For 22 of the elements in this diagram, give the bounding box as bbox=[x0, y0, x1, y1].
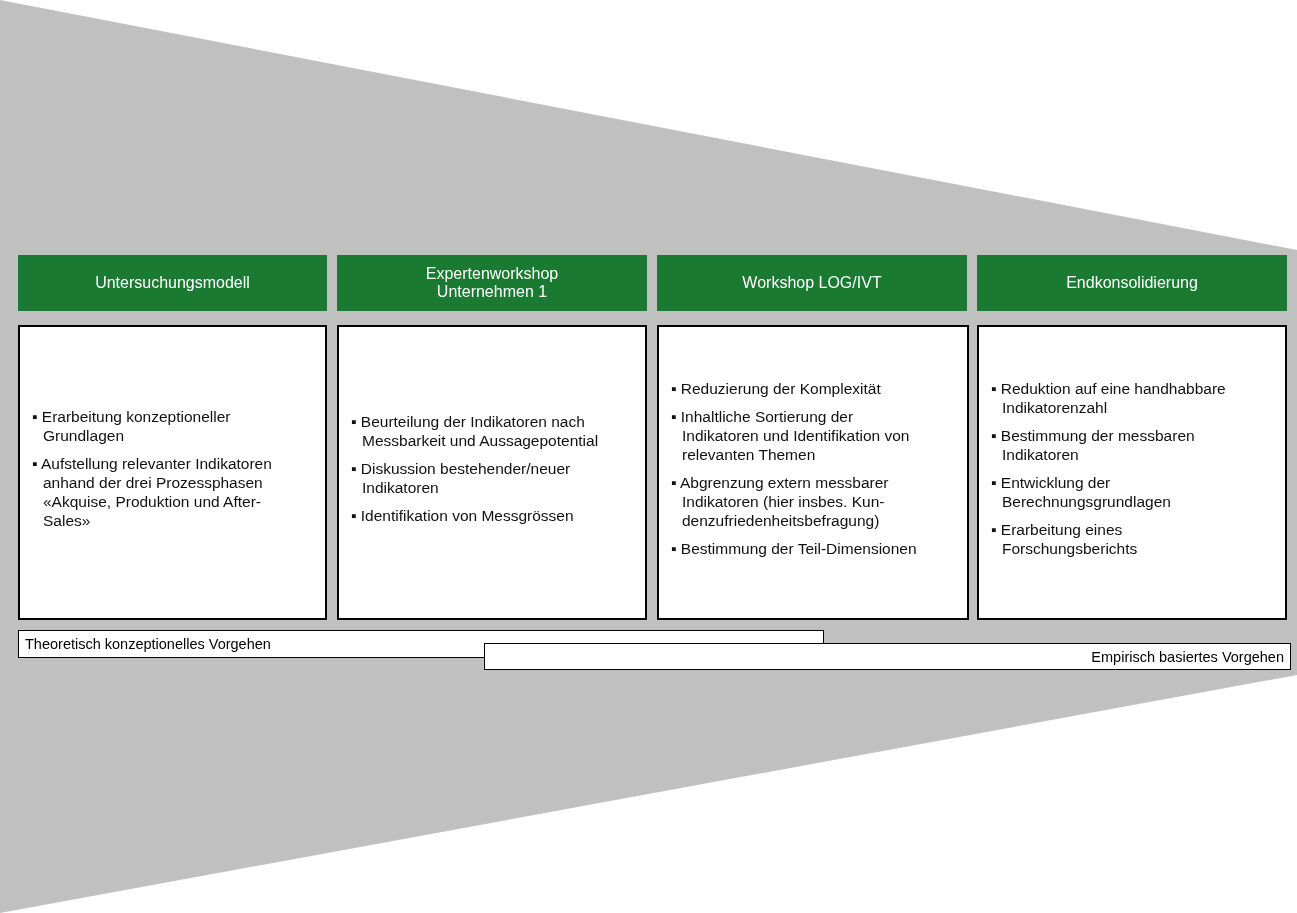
bullet-point: ▪ Erarbeitung eines Forschungsberichts bbox=[991, 519, 1139, 558]
bullet-point: ▪ Diskussion bestehender/neuer Indikatoren bbox=[351, 458, 572, 497]
bullet-point: ▪ Beurteilung der Indikatoren nach Messbarkeit und Aussagepotential bbox=[351, 411, 600, 450]
text-panel bbox=[337, 325, 647, 620]
phase-header: Expertenworkshop Unternehmen 1 bbox=[337, 255, 647, 311]
phase-header: Workshop LOG/IVT bbox=[657, 255, 967, 311]
bullet-point: ▪ Identifikation von Messgrössen bbox=[351, 505, 575, 525]
text-panel bbox=[977, 325, 1287, 620]
approach-bar: Empirisch basiertes Vorgehen bbox=[484, 643, 1291, 670]
bullet-point: ▪ Reduktion auf eine handhabbare Indikatorenzahl bbox=[991, 378, 1227, 417]
bullet-point: ▪ Bestimmung der messbaren Indikatoren bbox=[991, 425, 1196, 464]
phase-header: Endkonsolidierung bbox=[977, 255, 1287, 311]
bullet-point: ▪ Entwicklung der Berechnungsgrundlagen bbox=[991, 472, 1172, 511]
bullet-point: ▪ Inhaltliche Sortierung der Indikatoren und Identifikation von relevanten Themen bbox=[671, 406, 911, 464]
bullet-point: ▪ Abgrenzung extern messbarer Indikatoren (hier insbes. Kun-denzufriedenheitsbefragung) bbox=[671, 472, 890, 530]
bullet-point: ▪ Bestimmung der Teil-Dimensionen bbox=[671, 538, 918, 558]
bullet-point: ▪ Reduzierung der Komplexität bbox=[671, 378, 882, 398]
text-panel bbox=[18, 325, 327, 620]
phase-header: Untersuchungsmodell bbox=[18, 255, 327, 311]
text-panel bbox=[657, 325, 969, 620]
bullet-point: ▪ Aufstellung relevanter Indikatoren anhand der drei Prozessphasen «Akquise, Produktion und After-Sales» bbox=[32, 453, 273, 530]
bullet-point: ▪ Erarbeitung konzeptioneller Grundlagen bbox=[32, 406, 232, 445]
